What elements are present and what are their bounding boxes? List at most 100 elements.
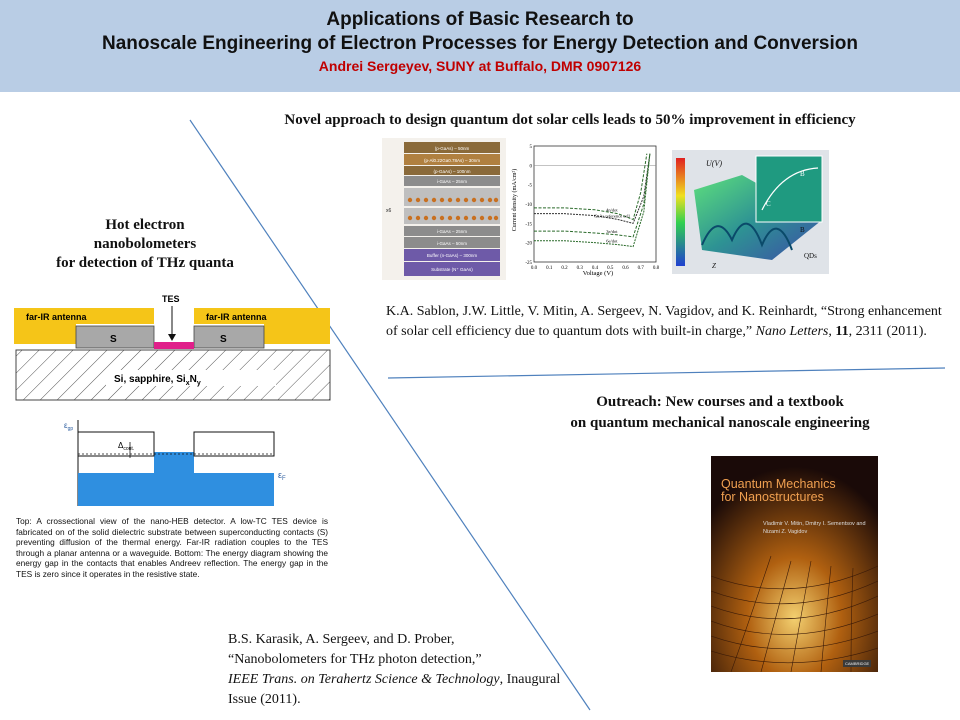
tes-arrow-icon [168, 334, 176, 341]
layer-rect [404, 249, 500, 261]
fermi-sea [78, 473, 274, 506]
substrate-label: Si, sapphire, SixNy [114, 374, 201, 387]
x-tick-label: 0.5 [607, 266, 614, 271]
y-tick-label: -5 [528, 184, 533, 189]
layer-label: i-GaAs – 50nm [437, 241, 467, 246]
solar-ref-volume: 11 [835, 324, 849, 339]
tes-element [154, 342, 194, 349]
layer-label: i-GaAs – 25nm [437, 229, 467, 234]
hot-electron-heading: Hot electron nanobolometers for detectio… [10, 216, 280, 273]
z-label: Z [712, 262, 716, 270]
solar-heading: Novel approach to design quantum dot sol… [284, 112, 856, 128]
y-tick-label: -20 [525, 242, 532, 247]
series-line [534, 153, 651, 224]
gap-right [193, 431, 275, 457]
layer-rect [404, 262, 500, 276]
layer-label: (p-GaAs) – 50nm [435, 146, 470, 151]
inset-panel [755, 155, 823, 223]
layer-label: Substrate (N⁺ GaAs) [431, 267, 473, 272]
hot-title-line-2: nanobolometers [93, 236, 197, 252]
y-tick-label: -25 [525, 261, 532, 266]
layer-rect [404, 176, 500, 186]
hot-ref-journal: IEEE Trans. on Terahertz Science & Techn… [228, 672, 500, 687]
hot-title-line-1: Hot electron [105, 217, 185, 233]
series-label: 4n/dot [606, 208, 618, 213]
book-title: Quantum Mechanics for Nanostructures [721, 478, 836, 504]
x-tick-label: 0.2 [561, 266, 568, 271]
book-authors: Vladimir V. Mitin, Dmitry I. Sementsov a… [763, 521, 866, 535]
antenna-right-label: far-IR antenna [206, 312, 268, 322]
x-tick-label: 0.6 [622, 266, 629, 271]
diagonal-divider [189, 119, 591, 711]
contact-right-label: S [220, 334, 227, 345]
layer-label: i-GaAs – 25nm [437, 179, 467, 184]
fermi-label: εF [278, 470, 286, 482]
series-label: 3e/dot [606, 229, 618, 234]
nanobolometer-diagram: Si, sapphire, SixNy far-IR antenna far-I… [14, 294, 331, 506]
hot-ref-issue: , Inaugural Issue (2011). [228, 672, 561, 707]
gap-left [77, 431, 155, 457]
quantum-dots-row [407, 197, 499, 203]
book-title-line-2: for Nanostructures [721, 490, 824, 504]
solar-ref-journal: Nano Letters [755, 324, 829, 339]
y-tick-label: 0 [530, 164, 533, 169]
solar-ref-pages: , 2311 (2011). [848, 324, 927, 339]
x-tick-label: 0.3 [577, 266, 584, 271]
tes-label: TES [162, 294, 180, 304]
antenna-left-label: far-IR antenna [26, 312, 88, 322]
hot-ref-title: “Nanobolometers for THz photon detection… [228, 652, 482, 667]
layer-rect [404, 142, 500, 153]
series-label: 6e/dot [606, 239, 618, 244]
layer-rect [404, 188, 500, 206]
repeat-label: x6 [386, 208, 392, 214]
b-label: B [800, 226, 805, 234]
y-tick-label: -15 [525, 222, 532, 227]
x-tick-label: 0.8 [653, 266, 660, 271]
hot-reference: B.S. Karasik, A. Sergeev, and D. Prober,… [228, 630, 588, 710]
title-line-1: Applications of Basic Research to [326, 9, 634, 30]
x-tick-label: 0.1 [546, 266, 553, 271]
quantum-dots-row [407, 215, 499, 221]
book-publisher: CAMBRIDGE [843, 660, 872, 667]
outreach-title-line-1: Outreach: New courses and a textbook [596, 394, 844, 410]
textbook-cover: Quantum Mechanics for Nanostructures Vla… [711, 456, 878, 672]
layer-rect [404, 154, 500, 165]
potential-surface-figure: U(V) B C B QDs Z [672, 150, 829, 274]
book-background [711, 456, 878, 672]
series-line [534, 153, 648, 221]
y-tick-label: -10 [525, 203, 532, 208]
hot-ref-authors: B.S. Karasik, A. Sergeev, and D. Prober, [228, 632, 455, 647]
series-line [534, 153, 651, 248]
x-tick-label: 0.7 [638, 266, 645, 271]
substrate-label-bg [106, 370, 276, 386]
antenna-right [194, 308, 330, 344]
layer-rect [404, 208, 500, 224]
qds-label: QDs [804, 252, 817, 260]
tes-fill [154, 452, 194, 473]
contact-left-label: S [110, 334, 117, 345]
outreach-title-line-2: on quantum mechanical nanoscale engineer… [570, 415, 870, 431]
title-line-2: Nanoscale Engineering of Electron Proces… [102, 33, 858, 54]
horizontal-divider [387, 367, 946, 379]
x-axis-label: Voltage (V) [583, 270, 613, 277]
layer-stack-figure: (p-GaAs) – 50nm (p-Al0.22Ga0.78As) – 30n… [382, 138, 506, 280]
layer-label: (p-GaAs) – 100nm [433, 169, 470, 174]
x-tick-label: 0.0 [531, 266, 538, 271]
book-title-line-1: Quantum Mechanics [721, 477, 836, 491]
figure-caption: Top: A crossectional view of the nano-HE… [16, 516, 328, 579]
layer-rect [404, 226, 500, 236]
solar-ref-title: “Strong enhancement of solar cell effici… [386, 304, 942, 339]
outreach-heading: Outreach: New courses and a textbook on … [500, 392, 940, 434]
layer-rect [404, 166, 500, 175]
layer-label: (p-Al0.22Ga0.78As) – 30nm [424, 158, 480, 163]
hot-title-line-3: for detection of THz quanta [56, 255, 234, 271]
series-label: GaAs reference cell [594, 213, 630, 218]
header-banner: Applications of Basic Research to Nanosc… [0, 0, 960, 92]
x-tick-label: 0.4 [592, 266, 599, 271]
c-label: C [766, 200, 771, 208]
solar-ref-authors: K.A. Sablon, J.W. Little, V. Mitin, A. S… [386, 304, 818, 319]
antenna-left [14, 308, 154, 344]
delta-label: Δcont. [118, 441, 134, 452]
